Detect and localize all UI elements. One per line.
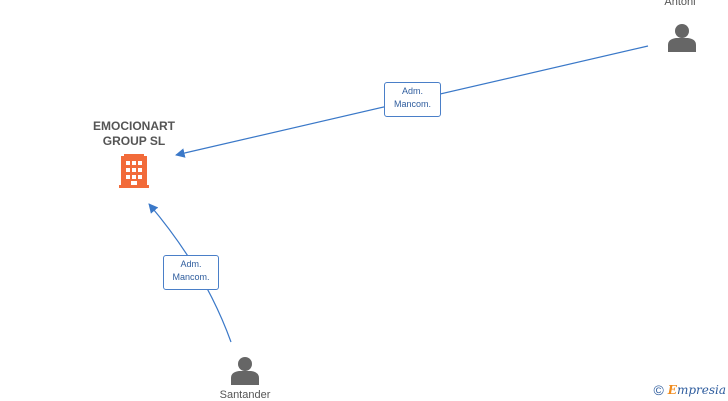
company-name[interactable]: EMOCIONART GROUP SL	[84, 119, 184, 149]
edge-label-bottom-line-2: Mancom.	[172, 272, 210, 282]
person-bottom-icon[interactable]	[231, 357, 259, 385]
person-bottom-name[interactable]: Santander	[219, 389, 271, 401]
company-name-line-2: GROUP SL	[102, 134, 166, 148]
edge-label-top[interactable]: Adm. Mancom.	[384, 82, 441, 117]
copyright-symbol: ©	[653, 382, 664, 398]
brand-rest: mpresia	[676, 383, 726, 397]
brand-name: Empresia	[668, 383, 726, 397]
building-icon[interactable]	[119, 154, 149, 188]
edge-label-bottom-line-1: Adm.	[180, 259, 202, 269]
person-top-icon[interactable]	[668, 24, 696, 52]
edge-label-top-line-1: Adm.	[401, 86, 423, 96]
company-name-line-1: EMOCIONART	[93, 119, 175, 133]
edge-label-top-line-2: Mancom.	[393, 99, 431, 109]
brand-initial: E	[667, 383, 677, 397]
person-top-name[interactable]: Antoni	[664, 0, 696, 8]
edge-label-bottom[interactable]: Adm. Mancom.	[163, 255, 219, 290]
footer-brand[interactable]: © Empresia	[653, 382, 726, 398]
